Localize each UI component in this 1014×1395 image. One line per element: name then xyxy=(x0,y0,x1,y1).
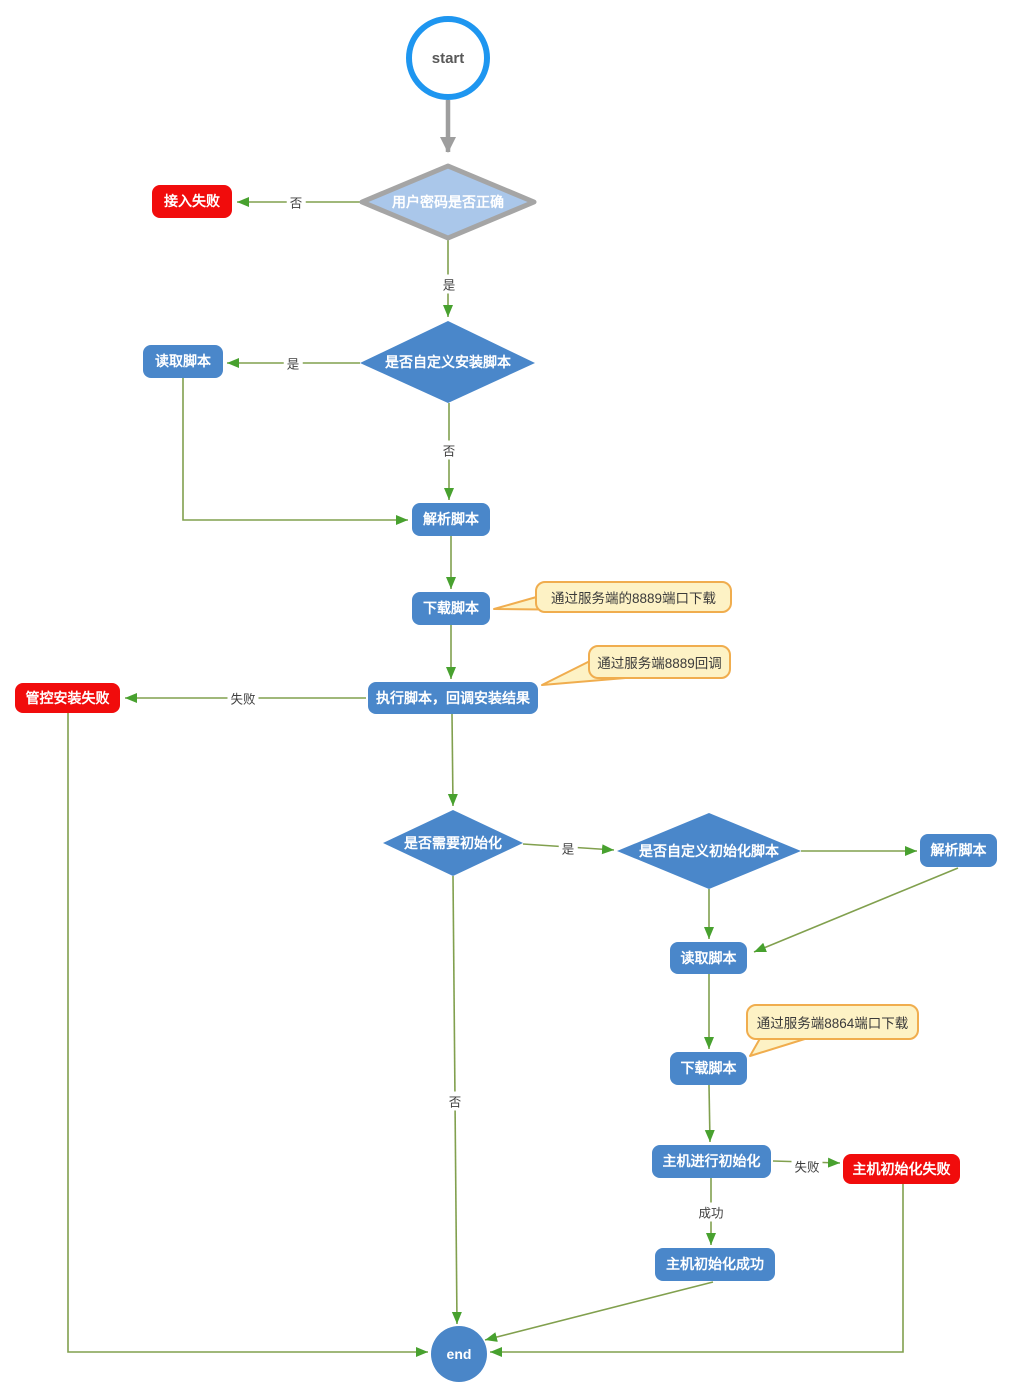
edge-download2-to-host-init xyxy=(704,1084,715,1143)
edge-label-fail-2: 失败 xyxy=(791,1156,823,1176)
start-terminal: start xyxy=(406,16,490,100)
node-exec-script: 执行脚本，回调安装结果 xyxy=(368,682,538,714)
decision-password-check-shape xyxy=(359,163,537,241)
decision-need-init-shape xyxy=(383,810,523,876)
node-access-fail: 接入失败 xyxy=(152,185,232,218)
node-parse-script-2: 解析脚本 xyxy=(920,834,997,867)
node-download-script-1: 下载脚本 xyxy=(412,592,490,625)
node-read-script-1: 读取脚本 xyxy=(143,345,223,378)
callout-download-port-8889: 通过服务端的8889端口下载 xyxy=(535,581,732,613)
edge-manage-fail-to-end xyxy=(67,713,428,1357)
node-host-init: 主机进行初始化 xyxy=(652,1145,771,1178)
edge-label-yes-3: 是 xyxy=(558,838,578,858)
node-host-init-fail: 主机初始化失败 xyxy=(843,1154,960,1184)
node-host-init-success: 主机初始化成功 xyxy=(655,1248,775,1281)
edge-parse2-to-read2 xyxy=(753,867,959,953)
edge-label-no-3: 否 xyxy=(445,1091,465,1111)
decision-custom-install-shape xyxy=(360,321,535,403)
node-parse-script-1: 解析脚本 xyxy=(412,503,490,536)
edge-read1-to-parse1 xyxy=(182,378,408,525)
edge-label-yes-2: 是 xyxy=(283,353,303,373)
edge-label-no-2: 否 xyxy=(439,440,459,460)
node-download-script-2: 下载脚本 xyxy=(670,1052,747,1085)
node-read-script-2: 读取脚本 xyxy=(670,942,747,974)
edge-label-success-1: 成功 xyxy=(695,1202,727,1222)
callout-download-port-8864: 通过服务端8864端口下载 xyxy=(746,1004,919,1040)
edge-host-init-success-to-end xyxy=(484,1281,714,1342)
edge-host-init-fail-to-end xyxy=(490,1184,904,1357)
node-manage-install-fail: 管控安装失败 xyxy=(15,683,120,713)
edge-label-no-1: 否 xyxy=(286,192,306,212)
end-terminal: end xyxy=(431,1326,487,1382)
edge-label-fail-1: 失败 xyxy=(227,688,259,708)
callout-callback-8889: 通过服务端8889回调 xyxy=(588,645,731,679)
decision-custom-init-shape xyxy=(617,813,801,889)
edge-label-yes-1: 是 xyxy=(439,274,459,294)
edge-exec-to-need-init xyxy=(447,713,458,807)
